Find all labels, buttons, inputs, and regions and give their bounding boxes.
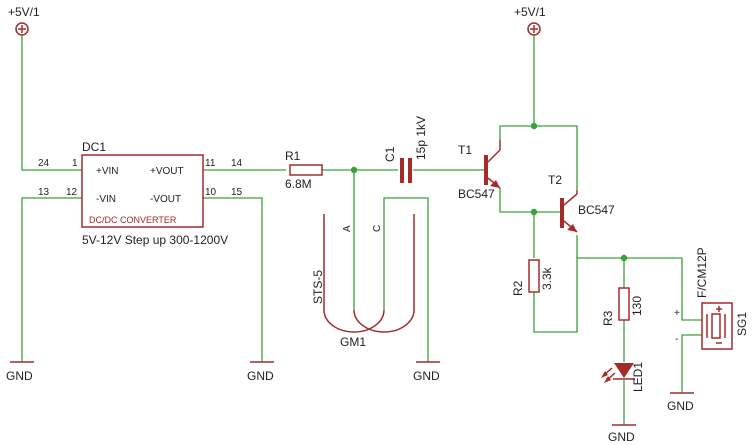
gnd-2-label: GND	[247, 369, 274, 383]
supply-left-label: +5V/1	[8, 5, 40, 19]
resistor-r1: R1 6.8M	[285, 149, 323, 191]
supply-left: +5V/1	[8, 5, 40, 36]
gnd-1: GND	[6, 361, 34, 383]
dc1-pin-vout-minus: -VOUT	[150, 194, 181, 205]
junctions	[350, 122, 628, 262]
supply-right: +5V/1	[514, 5, 546, 36]
dc1-pin-vin-minus: -VIN	[96, 194, 116, 205]
sg1-plus: +	[674, 308, 680, 319]
gnd-3: GND	[413, 361, 440, 383]
t2-model: BC547	[578, 203, 615, 217]
gnd-4-label: GND	[667, 399, 694, 413]
dc1-description: 5V-12V Step up 300-1200V	[82, 233, 228, 247]
dc1-pin-13: 13	[38, 187, 50, 198]
r2-value: 3.3k	[540, 266, 554, 290]
led-led1: LED1	[601, 362, 645, 392]
dc1-converter: DC1 +VIN -VIN +VOUT -VOUT DC/DC CONVERTE…	[38, 140, 243, 247]
t1-name: T1	[458, 143, 472, 157]
r3-value: 130	[630, 296, 644, 316]
resistor-r3: R3 130	[601, 287, 644, 326]
resistor-r2: R2 3.3k	[511, 259, 554, 296]
dc1-pin-24: 24	[38, 158, 50, 169]
c1-name: C1	[383, 146, 397, 162]
led1-name: LED1	[631, 362, 645, 392]
transistor-t2: T2 BC547	[548, 173, 615, 233]
capacitor-c1: C1 15p 1kV	[383, 116, 428, 183]
gm1-name: GM1	[340, 335, 366, 349]
c1-value: 15p 1kV	[414, 116, 428, 160]
dc1-pin-10: 10	[205, 187, 217, 198]
gnd-2: GND	[247, 361, 274, 383]
geiger-tube-gm1: STS-5 A C GM1	[311, 214, 415, 349]
gnd-1-label: GND	[6, 369, 33, 383]
dc1-pin-vout-plus: +VOUT	[150, 166, 184, 177]
transistor-t1: T1 BC547	[458, 140, 501, 201]
dc1-pin-11: 11	[205, 158, 216, 169]
r3-name: R3	[601, 310, 615, 326]
r2-name: R2	[511, 280, 525, 296]
dc1-pin-12: 12	[66, 187, 78, 198]
gnd-5: GND	[608, 424, 636, 444]
sg1-name: SG1	[735, 312, 749, 336]
gm1-type: STS-5	[311, 270, 325, 304]
dc1-pin-vin-plus: +VIN	[96, 166, 119, 177]
dc1-name: DC1	[82, 140, 106, 154]
dc1-pin-14: 14	[231, 158, 243, 169]
gm1-pin-c: C	[372, 225, 383, 232]
r1-name: R1	[285, 149, 301, 163]
gnd-3-label: GND	[413, 369, 440, 383]
dc1-box-label: DC/DC CONVERTER	[89, 215, 177, 225]
gnd-5-label: GND	[608, 430, 635, 444]
buzzer-sg1: + - F/CM12P SG1	[674, 247, 749, 350]
r1-value: 6.8M	[285, 177, 312, 191]
supply-right-label: +5V/1	[514, 5, 546, 19]
dc1-pin-1: 1	[72, 158, 78, 169]
gm1-pin-a: A	[342, 225, 353, 232]
gnd-4: GND	[667, 392, 694, 413]
dc1-pin-15: 15	[231, 187, 243, 198]
t1-model: BC547	[458, 187, 495, 201]
wires	[21, 35, 702, 425]
t2-name: T2	[548, 173, 562, 187]
sg1-model: F/CM12P	[695, 247, 709, 298]
sg1-minus: -	[675, 334, 678, 345]
